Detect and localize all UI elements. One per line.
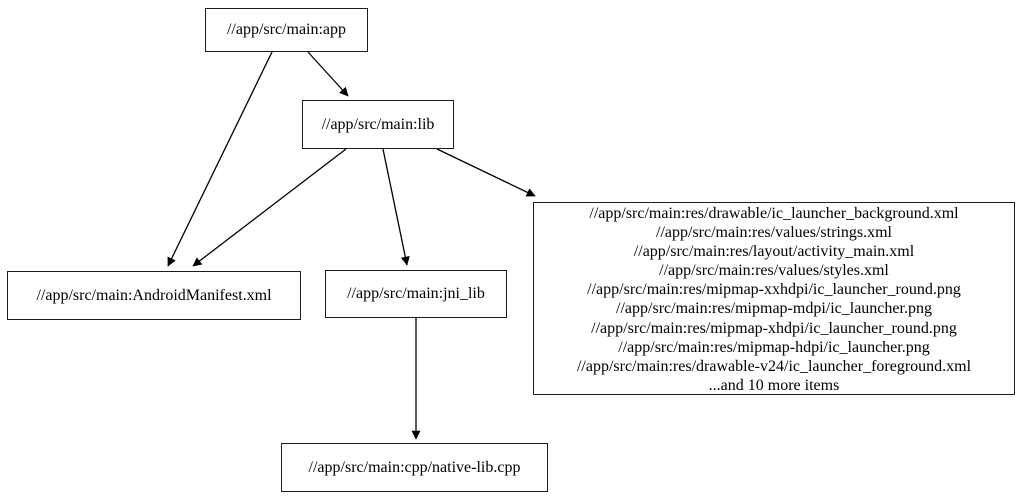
res-group-line: //app/src/main:res/layout/activity_main.…	[633, 243, 915, 261]
res-group-line: //app/src/main:res/values/styles.xml	[659, 262, 889, 280]
node-android-manifest-label: //app/src/main:AndroidManifest.xml	[36, 286, 272, 304]
node-android-manifest: //app/src/main:AndroidManifest.xml	[7, 271, 301, 320]
node-lib-label: //app/src/main:lib	[321, 115, 435, 133]
res-group-line: //app/src/main:res/mipmap-xhdpi/ic_launc…	[591, 319, 957, 337]
node-res-group: //app/src/main:res/drawable/ic_launcher_…	[533, 202, 1015, 395]
res-group-line: //app/src/main:res/mipmap-xxhdpi/ic_laun…	[587, 281, 961, 299]
edge-lib-to-jni-lib	[382, 148, 410, 266]
res-group-line: //app/src/main:res/drawable/ic_launcher_…	[589, 205, 959, 222]
node-native-lib-cpp: //app/src/main:cpp/native-lib.cpp	[281, 443, 548, 492]
node-app: //app/src/main:app	[205, 8, 368, 52]
edge-app-to-android-manifest	[167, 51, 273, 267]
edge-lib-to-android-manifest	[192, 148, 347, 267]
res-group-line: //app/src/main:res/mipmap-mdpi/ic_launch…	[616, 300, 932, 318]
res-group-line: //app/src/main:res/values/strings.xml	[656, 224, 892, 242]
res-group-line: //app/src/main:res/mipmap-hdpi/ic_launch…	[618, 338, 930, 356]
edge-lib-to-res-group	[436, 148, 536, 197]
node-jni-lib: //app/src/main:jni_lib	[325, 270, 507, 318]
node-app-label: //app/src/main:app	[226, 21, 347, 38]
res-group-more-items: ...and 10 more items	[708, 376, 840, 394]
node-jni-lib-label: //app/src/main:jni_lib	[347, 285, 485, 302]
node-native-lib-cpp-label: //app/src/main:cpp/native-lib.cpp	[308, 458, 521, 476]
res-group-line: //app/src/main:res/drawable-v24/ic_launc…	[576, 357, 972, 375]
edge-app-to-lib	[307, 51, 349, 97]
node-lib: //app/src/main:lib	[302, 100, 454, 149]
